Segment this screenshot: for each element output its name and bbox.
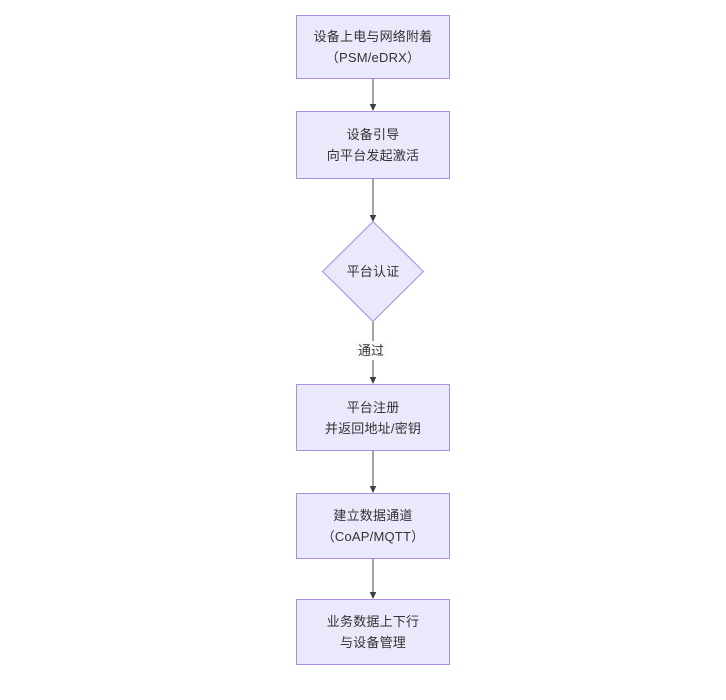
- node-label: 设备上电与网络附着 （PSM/eDRX）: [313, 29, 433, 65]
- edge-label-pass: 通过: [355, 341, 388, 360]
- node-device-bootstrap[interactable]: 设备引导 向平台发起激活: [296, 111, 450, 179]
- diamond-shape: [322, 221, 424, 322]
- node-device-power-on[interactable]: 设备上电与网络附着 （PSM/eDRX）: [296, 15, 450, 79]
- node-label: 平台认证: [346, 264, 400, 279]
- node-platform-authentication[interactable]: 平台认证: [322, 221, 424, 322]
- node-label: 设备引导 向平台发起激活: [326, 127, 420, 163]
- node-label: 业务数据上下行 与设备管理: [326, 614, 420, 650]
- node-business-data-and-device-management[interactable]: 业务数据上下行 与设备管理: [296, 599, 450, 665]
- node-label: 建立数据通道 （CoAP/MQTT）: [321, 508, 425, 544]
- node-data-channel[interactable]: 建立数据通道 （CoAP/MQTT）: [296, 493, 450, 559]
- node-label: 平台注册 并返回地址/密钥: [324, 399, 422, 436]
- node-platform-registration[interactable]: 平台注册 并返回地址/密钥: [296, 384, 450, 451]
